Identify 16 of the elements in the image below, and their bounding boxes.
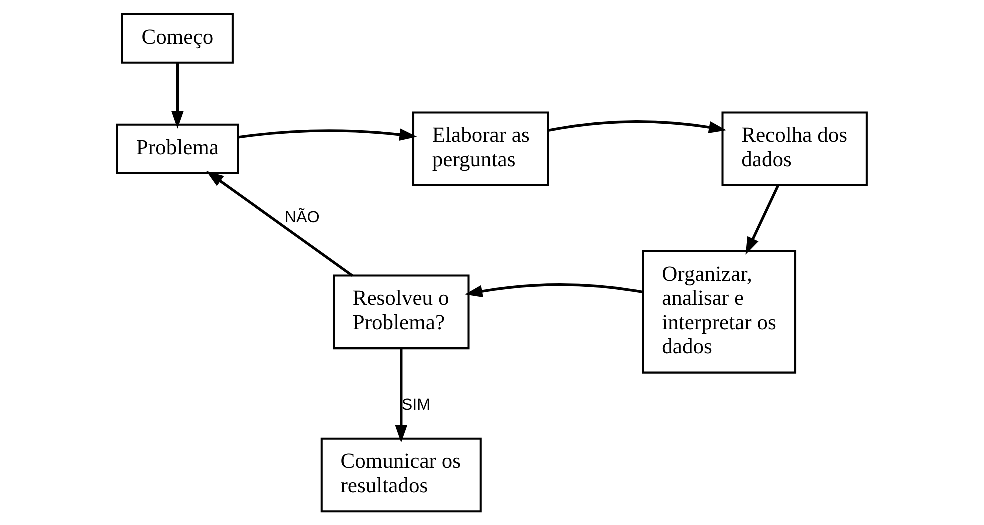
- edge-label: NÃO: [284, 208, 320, 226]
- node-box: Comunicar os resultados: [320, 437, 482, 512]
- node-box: Começo: [121, 12, 234, 64]
- arrow: [172, 62, 184, 128]
- arrow: [206, 170, 354, 276]
- arrow: [465, 283, 644, 297]
- node-box: Problema: [116, 123, 240, 174]
- edge-label: SIM: [402, 396, 431, 414]
- arrow: [395, 348, 408, 442]
- arrow: [548, 120, 727, 134]
- node-box: Resolveu o Problema?: [333, 274, 470, 350]
- node-box: Organizar, analisar e interpretar os dados: [642, 250, 797, 374]
- node-box: Recolha dos dados: [722, 111, 868, 186]
- node-box: Elaborar as perguntas: [412, 111, 550, 186]
- arrow: [746, 184, 780, 254]
- arrow: [238, 128, 418, 140]
